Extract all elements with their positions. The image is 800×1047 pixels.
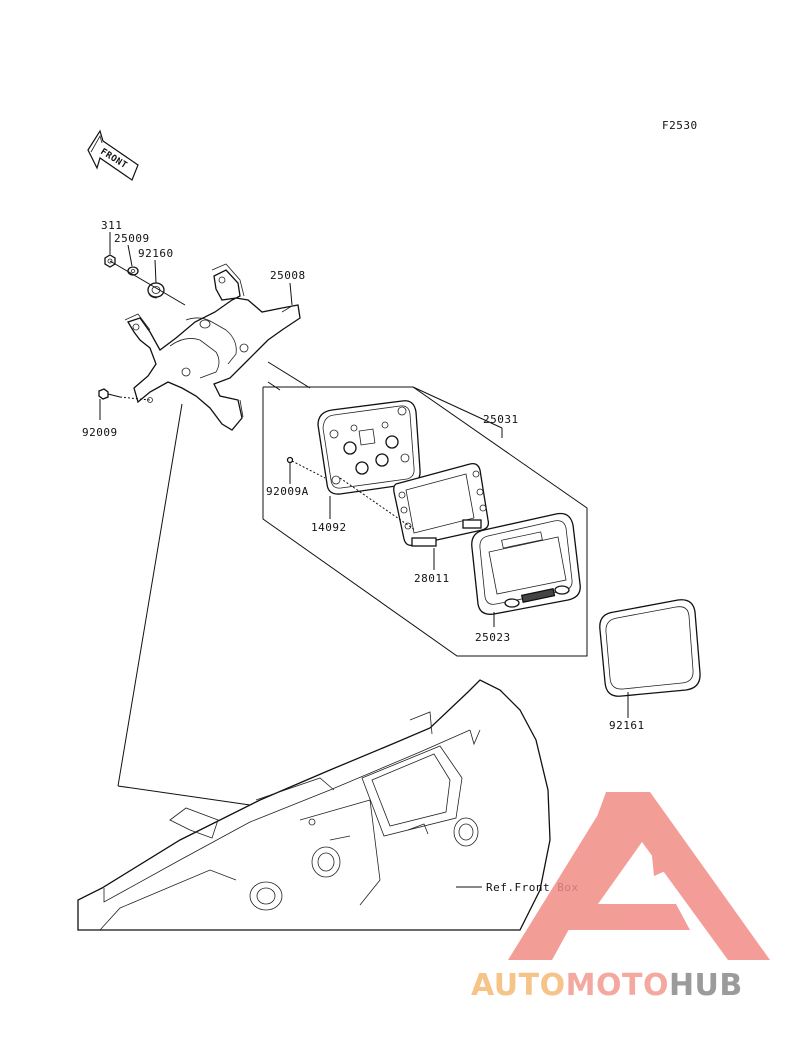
watermark-hub: HUB (669, 968, 743, 1003)
label-92160: 92160 (138, 247, 174, 260)
label-25009: 25009 (114, 232, 150, 245)
label-25008: 25008 (270, 269, 306, 282)
screw-92009a (286, 456, 326, 479)
bolt-92009 (98, 388, 121, 400)
watermark-logo-icon (508, 792, 770, 960)
label-92009: 92009 (82, 426, 118, 439)
watermark-text: AUTOMOTOHUB (471, 968, 743, 1003)
grommet-92160 (147, 282, 165, 299)
label-28011: 28011 (414, 572, 450, 585)
front-box-ref (77, 679, 551, 931)
label-25023: 25023 (475, 631, 511, 644)
watermark-auto: AUTO (471, 968, 566, 1003)
label-311: 311 (101, 219, 122, 232)
bracket-25008 (124, 263, 301, 431)
seal-92161 (599, 599, 701, 697)
label-14092: 14092 (311, 521, 347, 534)
meter-unit-25023 (471, 512, 581, 615)
label-25031: 25031 (483, 413, 519, 426)
label-92161: 92161 (609, 719, 645, 732)
watermark-moto: MOTO (566, 968, 669, 1003)
meter-housing-14092 (317, 400, 421, 495)
front-arrow-icon: FRONT (87, 129, 139, 181)
label-92009a: 92009A (266, 485, 309, 498)
washer-25009 (127, 266, 139, 276)
figure-code: F2530 (662, 119, 698, 132)
